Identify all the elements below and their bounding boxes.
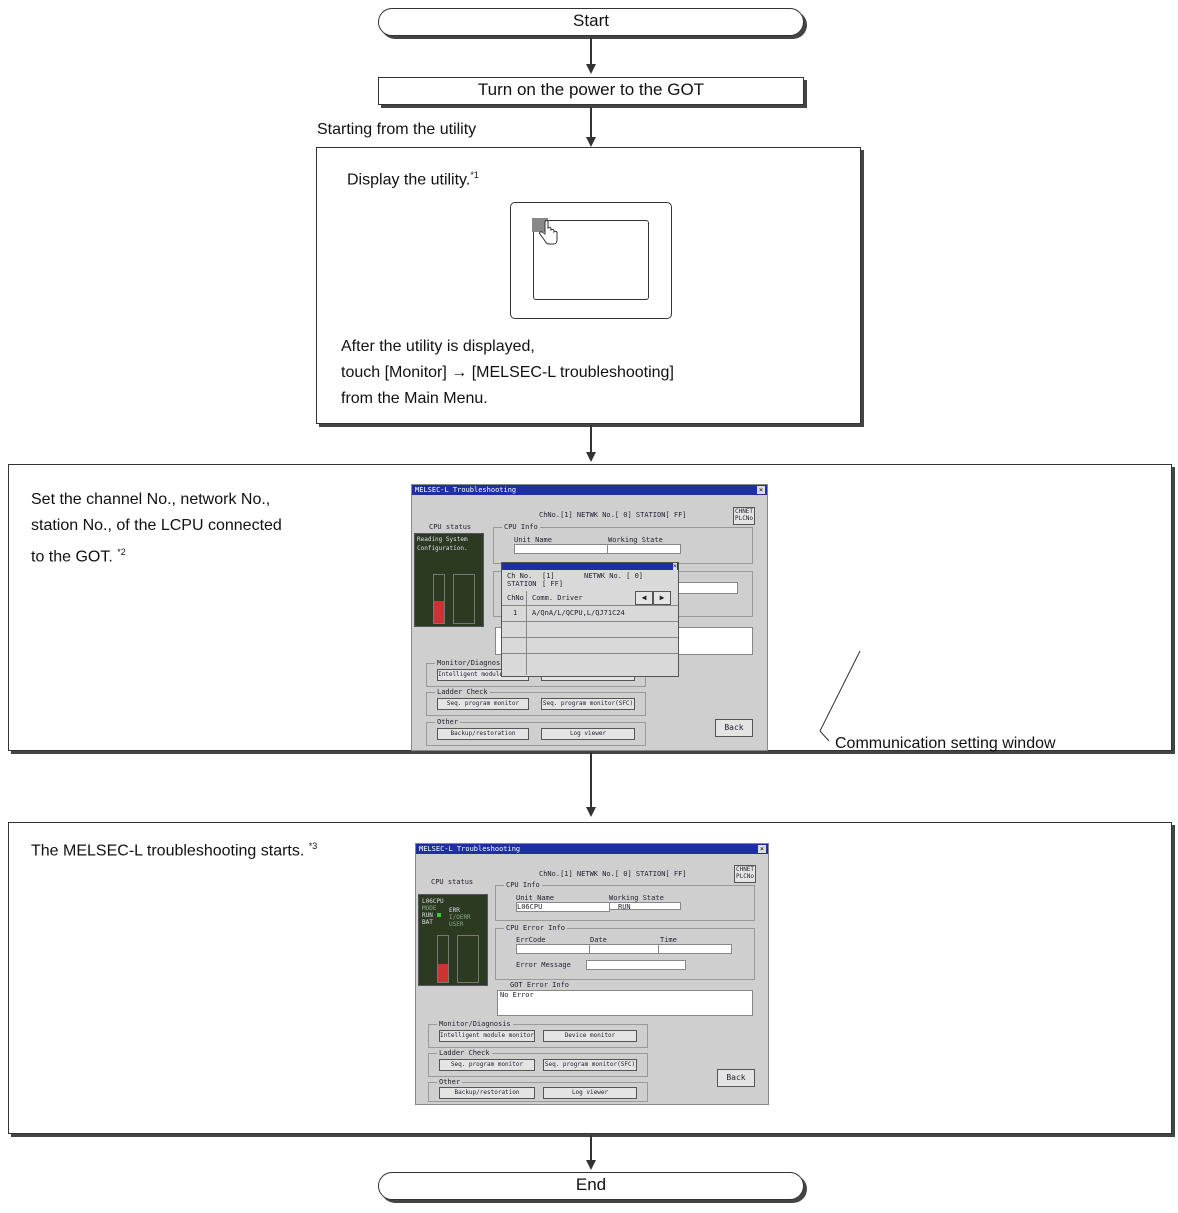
- set-line2: station No., of the LCPU connected: [31, 517, 282, 534]
- screen-title: MELSEC-L Troubleshooting: [412, 485, 767, 495]
- log-viewer-button[interactable]: Log viewer: [541, 728, 635, 740]
- end-label: End: [575, 1175, 607, 1194]
- callout-label: Communication setting window: [835, 735, 1056, 752]
- branch-label: Starting from the utility: [317, 121, 477, 138]
- utility-line3: from the Main Menu.: [341, 390, 488, 407]
- seq-program-sfc-button[interactable]: Seq. program monitor(SFC): [543, 1059, 637, 1071]
- starts-text: The MELSEC-L troubleshooting starts. *3: [31, 841, 318, 860]
- comm-row[interactable]: 1 A/QnA/L/QCPU,L/QJ71C24: [502, 605, 678, 621]
- back-button[interactable]: Back: [717, 1069, 755, 1087]
- touch-corner-highlight: [532, 218, 548, 232]
- arrow-head: [586, 1160, 596, 1170]
- connector: [590, 37, 592, 64]
- ladder-group: Ladder Check: [428, 1049, 648, 1077]
- finger-pointer-icon: [539, 220, 558, 245]
- got-screen-troubleshooting: MELSEC-L Troubleshooting × ChNo.[1] NETW…: [415, 843, 769, 1105]
- footnote-1: *1: [470, 170, 479, 180]
- set-line3: to the GOT. *2: [31, 547, 126, 566]
- comm-row[interactable]: [502, 637, 678, 653]
- end-terminal: End: [378, 1172, 804, 1200]
- comm-row[interactable]: [502, 621, 678, 637]
- arrow-head: [586, 64, 596, 74]
- backup-button[interactable]: Backup/restoration: [437, 728, 529, 740]
- ladder-group: Ladder Check: [426, 688, 646, 716]
- got-screen-settings: MELSEC-L Troubleshooting × ChNo.[1] NETW…: [411, 484, 768, 751]
- other-group: Other: [428, 1078, 648, 1102]
- device-monitor-button[interactable]: Device monitor: [543, 1030, 637, 1042]
- backup-button[interactable]: Backup/restoration: [439, 1087, 535, 1099]
- utility-line1: After the utility is displayed,: [341, 338, 535, 355]
- unit-name-value: L06CPU: [516, 902, 610, 912]
- comm-close-icon[interactable]: ×: [672, 562, 677, 570]
- utility-line2: touch [Monitor] → [MELSEC-L troubleshoot…: [341, 364, 674, 381]
- back-button[interactable]: Back: [715, 719, 753, 737]
- start-terminal: Start: [378, 8, 804, 36]
- cpu-module-slot: [453, 574, 475, 624]
- got-screen-area: [533, 220, 649, 300]
- footnote-3: *3: [308, 841, 318, 851]
- monitor-group: Monitor/Diagnosis: [428, 1020, 648, 1048]
- connector: [590, 425, 592, 453]
- close-icon[interactable]: ×: [758, 845, 766, 853]
- cpu-level-bar: [437, 935, 449, 983]
- cpu-level-bar: [433, 574, 445, 624]
- prev-arrow-icon[interactable]: ◀: [635, 591, 653, 605]
- arrow-head: [586, 137, 596, 147]
- set-line1: Set the channel No., network No.,: [31, 491, 271, 508]
- seq-program-sfc-button[interactable]: Seq. program monitor(SFC): [541, 698, 635, 710]
- seq-program-button[interactable]: Seq. program monitor: [439, 1059, 535, 1071]
- comm-row[interactable]: [502, 653, 678, 669]
- start-label: Start: [573, 11, 609, 30]
- header-status: ChNo.[1] NETWK No.[ 0] STATION[ FF]: [539, 511, 687, 519]
- cpu-error-group: CPU Error Info ErrCode Date Time Error M…: [495, 924, 755, 980]
- screen-title: MELSEC-L Troubleshooting: [416, 844, 768, 854]
- utility-step: Display the utility.*1 After the utility…: [316, 147, 861, 424]
- close-icon[interactable]: ×: [757, 486, 765, 494]
- footnote-2: *2: [117, 547, 126, 557]
- cpu-status-panel: L06CPU MODE RUN BAT ERR I/OERR USER: [418, 894, 488, 986]
- connector: [590, 107, 592, 138]
- arrow-head: [586, 807, 596, 817]
- communication-setting-window: × Ch No. [1] NETWK No. [ 0] STATION [ FF…: [501, 562, 679, 677]
- cpu-module-slot: [457, 935, 479, 983]
- next-arrow-icon[interactable]: ▶: [653, 591, 671, 605]
- got-error-value: No Error: [497, 990, 753, 1016]
- power-label: Turn on the power to the GOT: [477, 80, 705, 99]
- connector: [590, 752, 592, 808]
- log-viewer-button[interactable]: Log viewer: [543, 1087, 637, 1099]
- got-touch-illustration: [510, 202, 672, 319]
- cpu-status-label: CPU status: [429, 523, 472, 531]
- cpu-status-panel: Reading System Configuration.: [414, 533, 484, 627]
- power-step: Turn on the power to the GOT: [378, 77, 804, 105]
- utility-display-text: Display the utility.*1: [347, 170, 479, 189]
- working-state-value: RUN: [609, 902, 681, 911]
- seq-program-button[interactable]: Seq. program monitor: [437, 698, 529, 710]
- run-led-icon: [437, 913, 441, 917]
- working-state-field: [607, 544, 681, 554]
- connector: [590, 1135, 592, 1161]
- cpu-info-group: CPU Info Unit Name Working State L06CPU …: [495, 881, 755, 921]
- intelligent-module-button[interactable]: Intelligent module monitor: [439, 1030, 535, 1042]
- other-group: Other: [426, 718, 646, 746]
- arrow-head: [586, 452, 596, 462]
